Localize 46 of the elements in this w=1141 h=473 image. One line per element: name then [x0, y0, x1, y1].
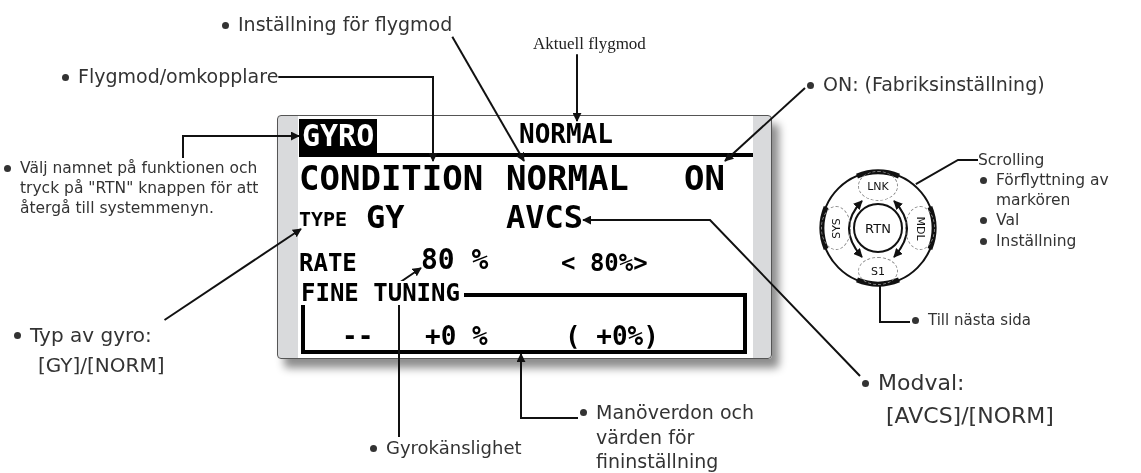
- arrow: [582, 215, 861, 377]
- callout-text: Manöverdon och värden för fininställning: [596, 400, 755, 473]
- lcd-text: 80 %: [421, 246, 489, 274]
- lcd-text: TYPE: [299, 209, 348, 229]
- lcd-text: GY: [366, 201, 405, 233]
- lcd-text: NORMAL: [519, 121, 613, 147]
- center-key: RTN: [853, 203, 903, 253]
- callout-text: [AVCS]/[NORM]: [886, 402, 1054, 430]
- lcd-text: ( +0%): [565, 323, 659, 349]
- callout-text: Val: [996, 210, 1021, 231]
- arrow: [848, 200, 863, 258]
- lcd-text: RATE: [299, 251, 357, 275]
- callout-text: Gyrokänslighet: [386, 437, 522, 460]
- lcd-text: +0 %: [425, 323, 488, 349]
- callout-text: Förflyttning av markören: [996, 170, 1110, 211]
- arrow: [572, 53, 582, 122]
- callout-text: Inställning för flygmod: [238, 13, 453, 37]
- lcd-text: < 80%>: [561, 251, 648, 275]
- arrow: [277, 76, 438, 162]
- arrow: [451, 35, 525, 162]
- callout-text: Inställning: [996, 230, 1078, 251]
- callout-heading: Modval:: [878, 369, 966, 397]
- callout-text: ON: (Fabriksinställning): [823, 73, 1045, 97]
- callout-text: Till nästa sida: [928, 311, 1032, 330]
- callout-heading: Typ av gyro:: [30, 322, 153, 349]
- arrow: [163, 228, 302, 321]
- lcd-text: --: [342, 323, 374, 349]
- lcd-text: AVCS: [506, 201, 584, 233]
- lcd-text: NORMAL: [506, 161, 629, 195]
- arrow: [724, 87, 806, 162]
- leader-line: [879, 284, 911, 323]
- leader-line: [914, 159, 979, 186]
- arrow: [516, 353, 579, 419]
- callout-text: Aktuell flygmod: [533, 33, 646, 55]
- callout-text: Välj namnet på funktionen och tryck på "RTN" knappen för att återgå till systemmenyn.: [20, 158, 260, 219]
- lcd-text: ON: [684, 161, 725, 195]
- frame-heading: FINE TUNING: [301, 281, 464, 305]
- arrow: [182, 131, 300, 159]
- callout-text: [GY]/[NORM]: [38, 352, 165, 379]
- screen-title: GYRO: [299, 119, 378, 153]
- arrow: [893, 200, 908, 258]
- lcd-screen: [277, 115, 772, 359]
- lcd-text: CONDITION: [299, 161, 484, 195]
- callout-text: Scrolling: [978, 150, 1046, 171]
- arrow: [398, 267, 422, 438]
- callout-text: Flygmod/omkopplare: [78, 65, 279, 89]
